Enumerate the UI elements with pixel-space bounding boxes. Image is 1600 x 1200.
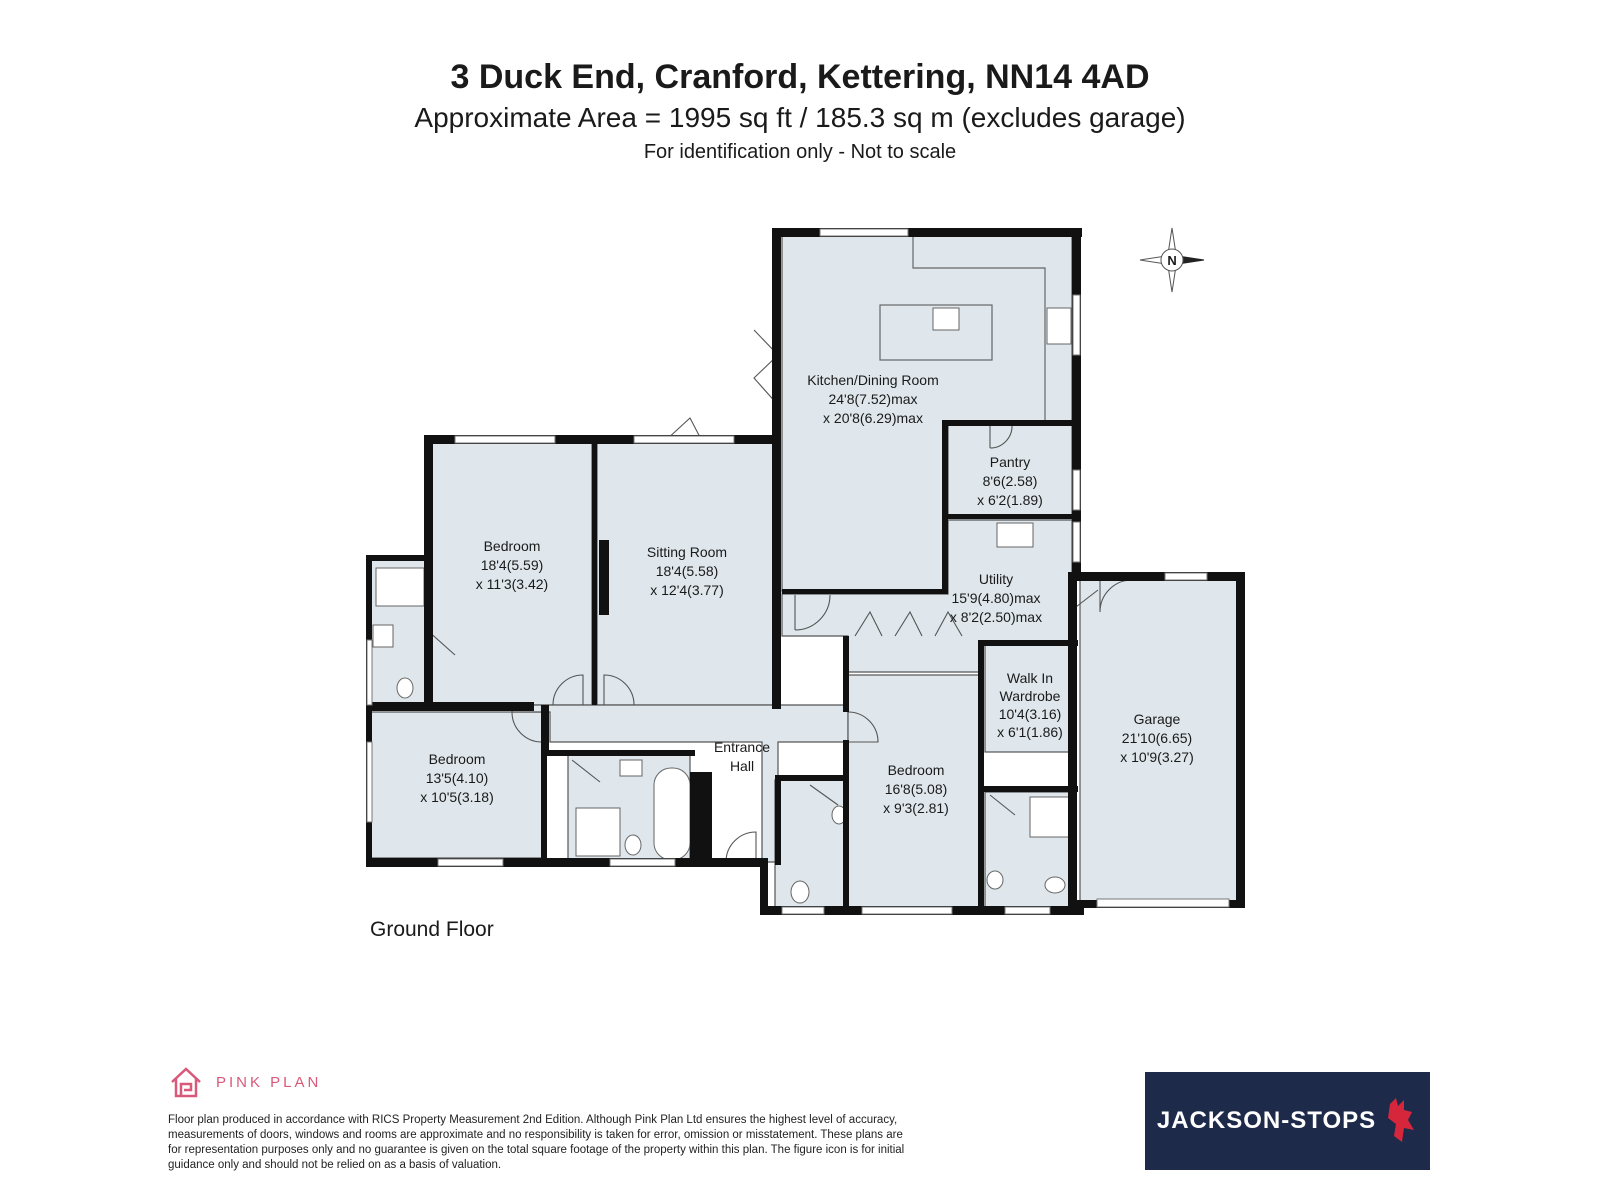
bedroom-s-dim-2: x 9'3(2.81) bbox=[883, 800, 949, 816]
sitting-dim-2: x 12'4(3.77) bbox=[650, 582, 724, 598]
hob-icon bbox=[932, 307, 960, 331]
room-garage bbox=[1079, 577, 1239, 902]
bedroom-sw-label: Bedroom bbox=[429, 751, 486, 767]
room-cloakroom bbox=[774, 779, 850, 908]
wardrobe-label-2: Wardrobe bbox=[1000, 688, 1061, 704]
shower-tray-east-icon bbox=[1029, 796, 1071, 838]
approximate-area: Approximate Area = 1995 sq ft / 185.3 sq… bbox=[414, 102, 1186, 133]
basin-bath-icon bbox=[619, 759, 643, 777]
sitting-label: Sitting Room bbox=[647, 544, 727, 560]
door-bathroom bbox=[571, 759, 601, 783]
door-cloakroom bbox=[809, 784, 839, 806]
wardrobe-label-1: Walk In bbox=[1007, 670, 1053, 686]
bedroom-s-label: Bedroom bbox=[888, 762, 945, 778]
pantry-dim-1: 8'6(2.58) bbox=[983, 473, 1038, 489]
door-sitting-patio bbox=[664, 417, 703, 442]
toilet-west-icon bbox=[396, 677, 414, 699]
garage-label: Garage bbox=[1134, 711, 1181, 727]
door-ensuite-east bbox=[989, 794, 1016, 816]
utility-dim-2: x 8'2(2.50)max bbox=[950, 609, 1042, 625]
pantry-dim-2: x 6'2(1.89) bbox=[977, 492, 1043, 508]
bedroom-nw-dim-1: 18'4(5.59) bbox=[481, 557, 544, 573]
kitchen-dim-2: x 20'8(6.29)max bbox=[823, 410, 923, 426]
toilet-bath-icon bbox=[624, 834, 642, 856]
sitting-dim-1: 18'4(5.58) bbox=[656, 563, 719, 579]
hall-label-2: Hall bbox=[730, 758, 754, 774]
kitchen-sink-icon bbox=[1046, 307, 1072, 345]
compass-label: N bbox=[1167, 253, 1176, 268]
pantry-label: Pantry bbox=[990, 454, 1030, 470]
bath-icon bbox=[653, 767, 691, 861]
door-sitting bbox=[603, 674, 635, 706]
shower-tray-west-icon bbox=[375, 567, 425, 607]
bedroom-s-dim-1: 16'8(5.08) bbox=[885, 781, 948, 797]
utility-sink-icon bbox=[996, 522, 1034, 548]
garage-dim-1: 21'10(6.65) bbox=[1122, 730, 1192, 746]
door-bedroom-s bbox=[847, 711, 879, 743]
door-bedroom-nw bbox=[552, 674, 584, 706]
pink-plan-logo: PINK PLAN bbox=[168, 1062, 321, 1102]
room-bedroom-nw bbox=[429, 440, 593, 706]
windows bbox=[366, 228, 1230, 915]
compass-icon: N bbox=[1139, 227, 1205, 293]
shower-tray-bath-icon bbox=[575, 807, 621, 857]
door-kitchen bbox=[794, 594, 831, 631]
utility-label: Utility bbox=[979, 571, 1013, 587]
kitchen-worktop bbox=[912, 237, 1046, 425]
kitchen-dim-1: 24'8(7.52)max bbox=[828, 391, 917, 407]
basin-west-icon bbox=[372, 624, 394, 648]
house-icon bbox=[171, 1067, 201, 1098]
toilet-cloak-icon bbox=[790, 880, 810, 904]
bifold-door bbox=[753, 329, 779, 406]
bedroom-nw-label: Bedroom bbox=[484, 538, 541, 554]
bedroom-sw-dim-2: x 10'5(3.18) bbox=[420, 789, 494, 805]
hall-label-1: Entrance bbox=[714, 739, 770, 755]
disclaimer: Floor plan produced in accordance with R… bbox=[168, 1114, 905, 1171]
room-bedroom-s bbox=[847, 674, 983, 910]
utility-dim-1: 15'9(4.80)max bbox=[951, 590, 1040, 606]
wardrobe-dim-2: x 6'1(1.86) bbox=[997, 724, 1063, 740]
scale-note: For identification only - Not to scale bbox=[643, 141, 957, 163]
kitchen-label: Kitchen/Dining Room bbox=[807, 372, 939, 388]
pink-plan-name: PINK PLAN bbox=[216, 1073, 322, 1091]
jackson-stops-logo: JACKSON-STOPS bbox=[1145, 1072, 1430, 1170]
bedroom-sw-dim-1: 13'5(4.10) bbox=[426, 770, 489, 786]
toilet-east-icon bbox=[1044, 876, 1066, 894]
room-wardrobe bbox=[984, 644, 1073, 753]
wardrobe-dim-1: 10'4(3.16) bbox=[999, 706, 1062, 722]
cupboard-doors bbox=[854, 610, 963, 637]
door-pantry bbox=[989, 424, 1013, 449]
door-front bbox=[725, 831, 757, 863]
door-bedroom-sw bbox=[511, 711, 543, 743]
stag-icon bbox=[1388, 1098, 1415, 1142]
bedroom-nw-dim-2: x 11'3(3.42) bbox=[476, 576, 548, 592]
room-sitting bbox=[596, 440, 778, 706]
jackson-stops-name: JACKSON-STOPS bbox=[1156, 1107, 1377, 1134]
basin-east-icon bbox=[986, 870, 1004, 890]
floor-label: Ground Floor bbox=[370, 918, 494, 941]
plan-title: 3 Duck End, Cranford, Kettering, NN14 4A… bbox=[450, 58, 1150, 96]
garage-dim-2: x 10'9(3.27) bbox=[1120, 749, 1194, 765]
